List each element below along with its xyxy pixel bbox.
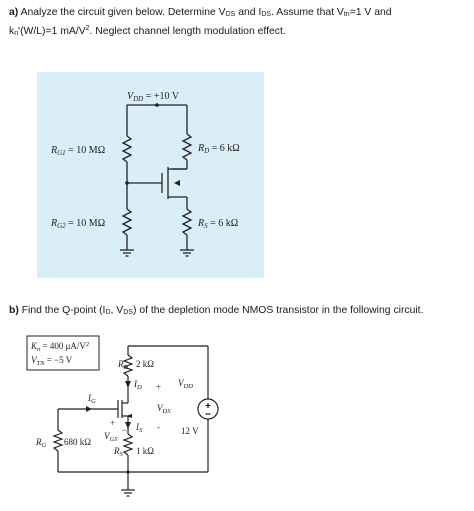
vds-subscript: DS xyxy=(123,309,133,316)
rd-resistor-b xyxy=(122,354,134,377)
params-box xyxy=(26,335,100,371)
id-arrow xyxy=(125,381,131,388)
circuit-diagram-b: Kn = 400 μA/V2 VTN = −5 V RD 2 kΩ ID VDD… xyxy=(26,335,219,497)
ground-node-b xyxy=(126,470,130,474)
question-b-span: ) of the depletion mode NMOS transistor … xyxy=(132,305,424,316)
vgs-plus: + xyxy=(110,418,115,428)
question-b-span: Find the Q-point (I xyxy=(18,305,106,316)
vtn-subscript: tn xyxy=(343,11,350,18)
rd-label: RD = 6 kΩ xyxy=(197,143,240,155)
rd-label-b: RD xyxy=(117,359,129,371)
id-label: ID xyxy=(133,379,142,391)
question-a-label: a) xyxy=(9,7,19,18)
supply-value: 12 V xyxy=(181,426,199,436)
rs-resistor-b xyxy=(122,433,134,456)
question-a-span: and I xyxy=(235,7,262,18)
vdd-label-b: VDD xyxy=(178,378,193,390)
squared-superscript: 2 xyxy=(85,25,90,32)
rg1-resistor xyxy=(121,135,133,163)
vgs-minus: − xyxy=(122,425,127,435)
question-a-text: a) Analyze the circuit given below. Dete… xyxy=(9,6,467,41)
vgs-label: VGS xyxy=(104,431,118,443)
id-subscript: D xyxy=(105,309,111,316)
rs-label-b: RS xyxy=(113,446,124,458)
question-a-span: =1 V and xyxy=(349,7,392,18)
ids-subscript: DS xyxy=(261,11,272,18)
rs-label: RS = 6 kΩ xyxy=(197,218,238,230)
circuit-diagram-a: VDD = +10 V RG1 = 10 MΩ RG2 = 10 MΩ RD =… xyxy=(37,72,264,278)
vds-subscript: DS xyxy=(225,11,236,18)
rg-label-b: RG xyxy=(35,437,47,449)
vdd-label: VDD = +10 V xyxy=(127,91,180,103)
question-a-span: . Neglect channel length modulation effe… xyxy=(89,26,286,37)
rg1-label: RG1 = 10 MΩ xyxy=(50,145,105,157)
question-a-span: . Assume that V xyxy=(271,7,344,18)
vds-minus: - xyxy=(157,422,160,432)
rg2-resistor xyxy=(121,208,133,236)
voltage-source xyxy=(197,398,219,420)
rg2-label: RG2 = 10 MΩ xyxy=(50,218,105,230)
ig-label: IG xyxy=(87,393,96,405)
vtn-param: VTN = −5 V xyxy=(31,355,73,367)
is-arrow xyxy=(125,422,131,429)
mosfet-arrow xyxy=(174,180,180,186)
rg-resistor-b xyxy=(52,429,64,452)
question-a-span: k xyxy=(9,26,15,37)
rd-resistor xyxy=(181,133,193,161)
ground-symbol-b xyxy=(121,489,135,497)
gate-node xyxy=(125,181,129,185)
question-a-span: '(W/L)=1 mA/V xyxy=(18,26,86,37)
question-b-label: b) xyxy=(9,305,19,316)
circuit-a-wires xyxy=(121,104,193,250)
vds-label: VDS xyxy=(157,403,171,415)
rg-value-b: 680 kΩ xyxy=(64,437,91,447)
vds-plus: + xyxy=(156,382,161,392)
question-a-span: Analyze the circuit given below. Determi… xyxy=(18,7,226,18)
mosfet-arrow-b xyxy=(126,414,132,418)
kn-param: Kn = 400 μA/V2 xyxy=(30,341,89,353)
ground-symbols xyxy=(120,249,194,257)
question-b-span: , V xyxy=(110,305,124,316)
ig-arrow xyxy=(86,406,92,412)
rd-value-b: 2 kΩ xyxy=(136,359,154,369)
vdd-node xyxy=(155,103,159,107)
is-label: IS xyxy=(135,422,143,434)
rs-resistor xyxy=(181,208,193,236)
question-b-text: b) Find the Q-point (ID, VDS) of the dep… xyxy=(9,304,467,320)
circuit-a-background xyxy=(37,72,264,278)
rs-value-b: 1 kΩ xyxy=(136,446,154,456)
kn-subscript: n xyxy=(14,30,19,37)
